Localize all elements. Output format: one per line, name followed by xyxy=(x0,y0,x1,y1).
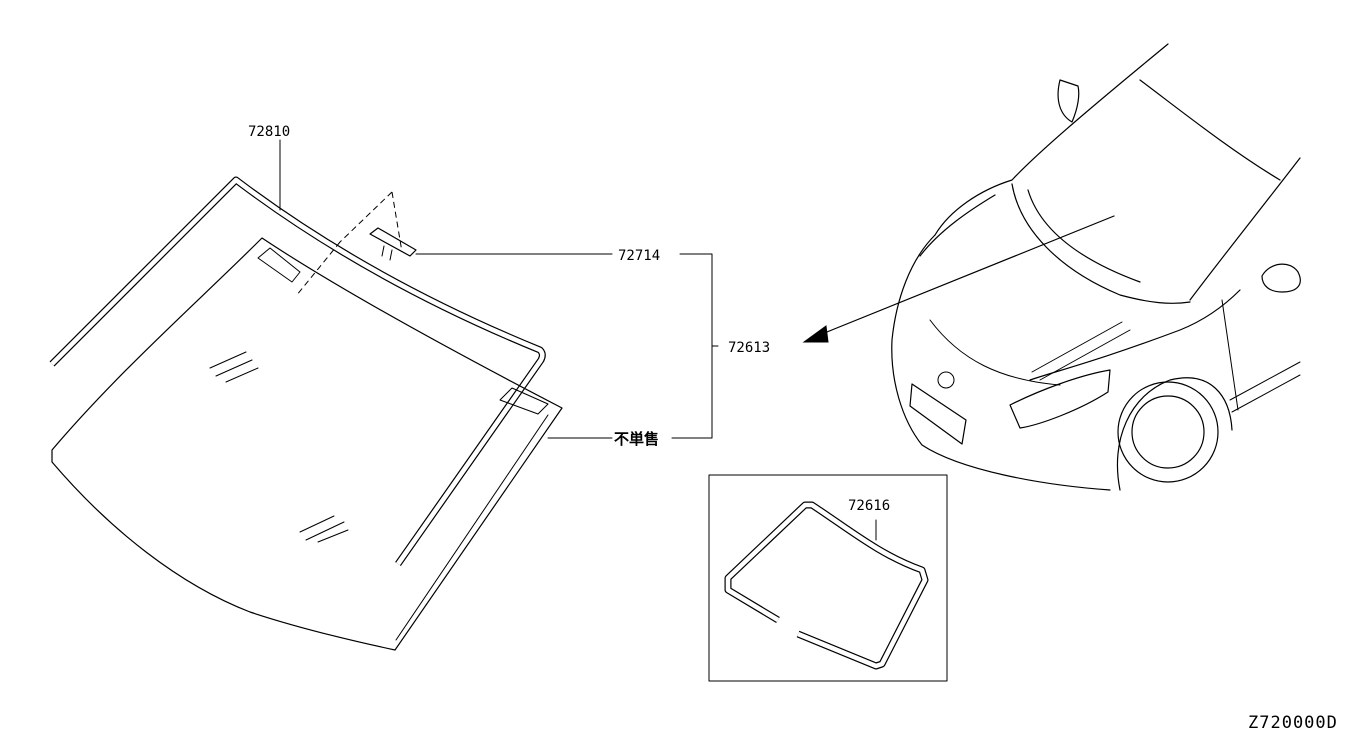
leader-lines xyxy=(279,139,877,541)
label-72810: 72810 xyxy=(248,124,290,140)
windshield-glass-drawing xyxy=(51,237,563,651)
label-72616: 72616 xyxy=(848,498,890,514)
car-overview-drawing xyxy=(802,43,1301,491)
label-not-sold-separately: 不単售 xyxy=(614,430,659,448)
label-72613: 72613 xyxy=(728,340,770,356)
upper-molding-drawing xyxy=(49,176,546,567)
label-72714: 72714 xyxy=(618,248,660,264)
clip-drawing xyxy=(295,191,417,297)
molding-kit-inset xyxy=(708,474,948,682)
drawing-code: Z720000D xyxy=(1248,713,1338,733)
